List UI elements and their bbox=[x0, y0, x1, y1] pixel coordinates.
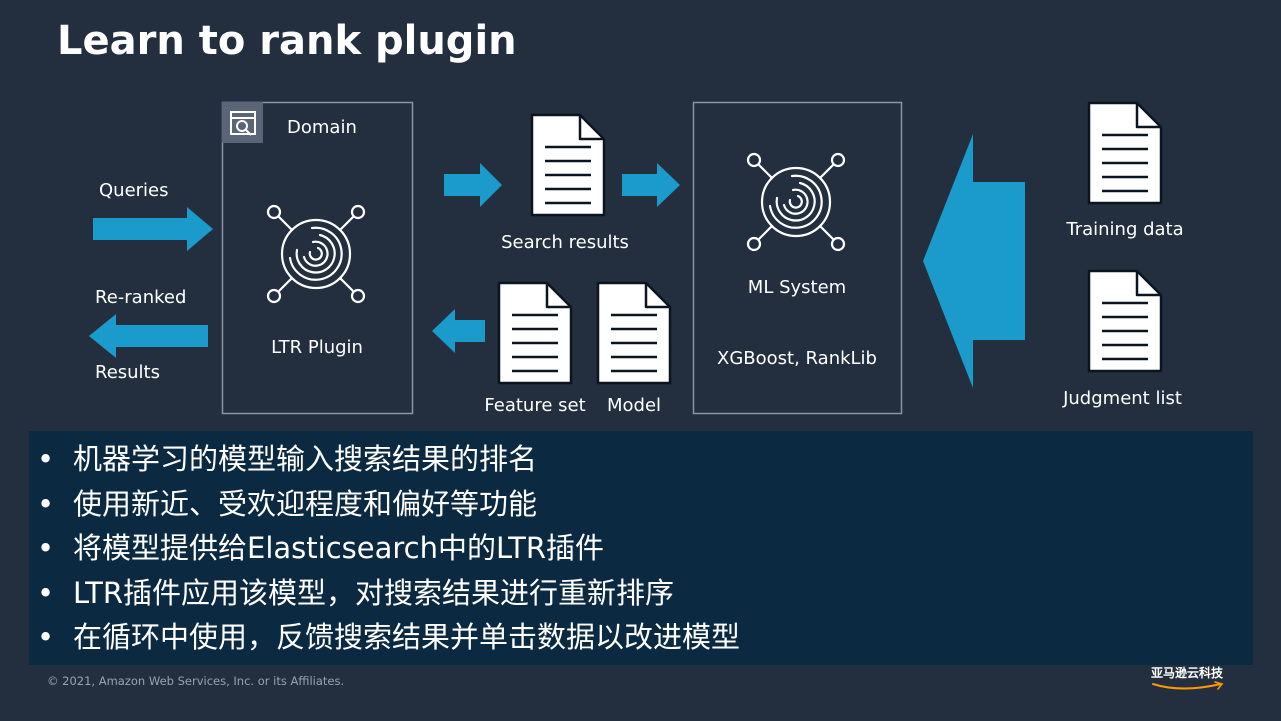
to-ml-system-arrow bbox=[622, 163, 680, 207]
queries-label: Queries bbox=[99, 180, 169, 201]
reranked-label: Re-ranked bbox=[95, 287, 187, 308]
model-label: Model bbox=[606, 395, 662, 416]
feature-set-label: Feature set bbox=[484, 395, 586, 416]
search-domain-icon bbox=[230, 111, 256, 136]
brand-smile-icon bbox=[1152, 681, 1224, 690]
brand-logo: 亚马逊云科技 bbox=[1151, 664, 1233, 691]
bullet-item: 将模型提供给Elasticsearch中的LTR插件 bbox=[29, 526, 1253, 571]
ml-tools-label: XGBoost, RankLib bbox=[717, 348, 877, 369]
search-results-label: Search results bbox=[501, 232, 629, 253]
bullet-item: 使用新近、受欢迎程度和偏好等功能 bbox=[29, 482, 1253, 527]
ltr-plugin-label: LTR Plugin bbox=[271, 337, 363, 358]
search-results-doc-icon bbox=[530, 113, 606, 217]
bullet-item: LTR插件应用该模型，对搜索结果进行重新排序 bbox=[29, 571, 1253, 616]
copyright-notice: © 2021, Amazon Web Services, Inc. or its… bbox=[47, 674, 345, 688]
bullet-panel: 机器学习的模型输入搜索结果的排名 使用新近、受欢迎程度和偏好等功能 将模型提供给… bbox=[29, 431, 1253, 665]
queries-arrow bbox=[93, 207, 213, 251]
results-label: Results bbox=[95, 362, 160, 383]
domain-badge bbox=[222, 102, 263, 143]
training-data-doc-icon bbox=[1087, 101, 1163, 205]
results-arrow bbox=[89, 314, 208, 358]
to-plugin-arrow bbox=[432, 309, 485, 353]
training-data-label: Training data bbox=[1066, 219, 1184, 240]
brand-name: 亚马逊云科技 bbox=[1151, 666, 1224, 680]
bullet-list: 机器学习的模型输入搜索结果的排名 使用新近、受欢迎程度和偏好等功能 将模型提供给… bbox=[29, 437, 1253, 660]
feature-set-doc-icon bbox=[497, 281, 573, 385]
ml-system-box bbox=[692, 101, 903, 415]
domain-label: Domain bbox=[287, 117, 357, 138]
ltr-plugin-icon bbox=[266, 204, 366, 304]
domain-box bbox=[221, 101, 414, 415]
model-doc-icon bbox=[596, 281, 672, 385]
bullet-item: 机器学习的模型输入搜索结果的排名 bbox=[29, 437, 1253, 482]
ml-system-icon bbox=[746, 152, 846, 252]
to-search-results-arrow bbox=[444, 163, 502, 207]
slide-title: Learn to rank plugin bbox=[57, 18, 517, 64]
ml-system-label: ML System bbox=[747, 277, 847, 298]
bullet-item: 在循环中使用，反馈搜索结果并单击数据以改进模型 bbox=[29, 615, 1253, 660]
judgment-list-doc-icon bbox=[1087, 269, 1163, 373]
judgment-list-label: Judgment list bbox=[1063, 388, 1182, 409]
training-feed-arrow bbox=[923, 134, 1025, 388]
